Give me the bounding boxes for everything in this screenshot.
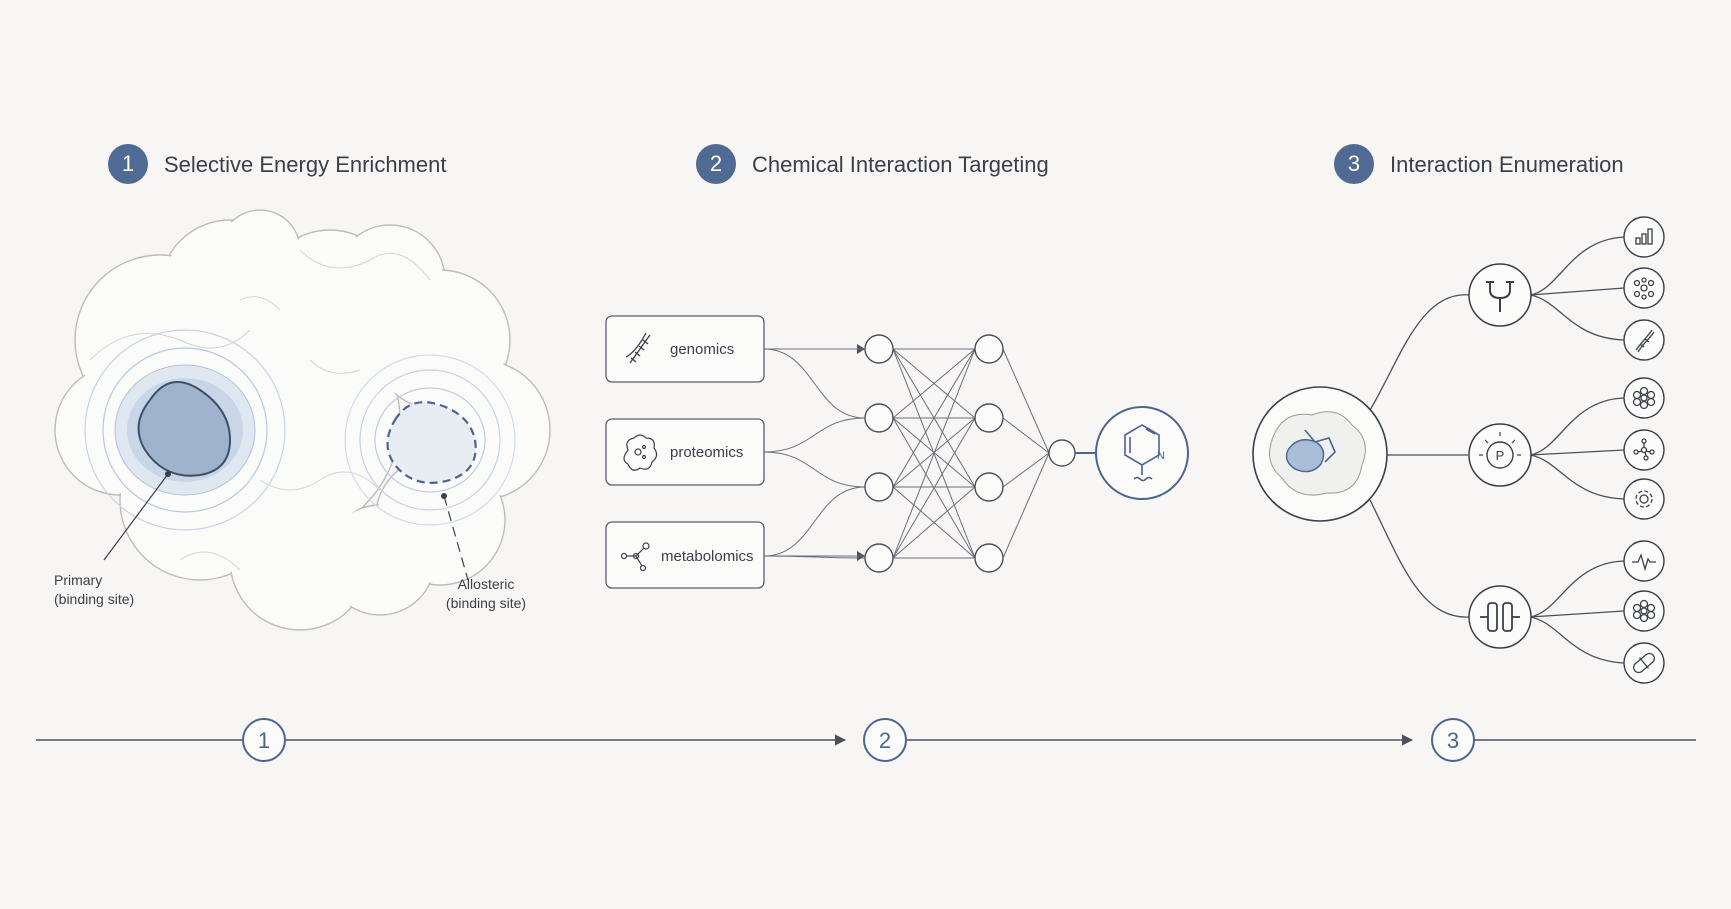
network-edge <box>1002 452 1050 488</box>
branch-phosphate: P <box>1468 423 1532 487</box>
nitrogen-atom-label: N <box>1157 450 1165 462</box>
molecule-icon <box>620 542 650 572</box>
branch-channel <box>1468 585 1532 649</box>
input-connection <box>763 417 866 453</box>
branch-antibody <box>1468 263 1532 327</box>
section-header-3: 3 Interaction Enumeration <box>1334 144 1624 184</box>
input-connection <box>763 348 866 419</box>
timeline-step-number: 2 <box>879 728 891 753</box>
input-proteomics: proteomics <box>605 418 765 486</box>
network-edge <box>892 348 976 488</box>
input-connection <box>763 451 866 488</box>
interaction-tree: P <box>1252 216 1665 684</box>
network-edge <box>1002 348 1050 454</box>
network-node <box>974 543 1004 573</box>
molecule-network-icon <box>1633 438 1655 461</box>
protein-ligand-icon <box>1269 411 1366 496</box>
dna-icon <box>1635 329 1655 353</box>
channel-icon <box>1480 602 1520 632</box>
phosphate-icon <box>1486 441 1514 469</box>
primary-label-line2: (binding site) <box>54 591 134 607</box>
allosteric-label-line2: (binding site) <box>446 595 526 611</box>
network-panel: genomics proteomics metabolomics <box>605 315 1189 589</box>
section-header-1: 1 Selective Energy Enrichment <box>108 144 446 184</box>
network-node <box>1048 439 1076 467</box>
flower-cluster-icon <box>1632 599 1656 623</box>
network-edge <box>892 348 976 559</box>
section-title: Chemical Interaction Targeting <box>752 152 1049 177</box>
output-molecule: N <box>1075 406 1189 500</box>
network-node <box>864 403 894 433</box>
network-node <box>864 543 894 573</box>
input-connection <box>763 486 866 557</box>
protein-ligand-hub <box>1252 386 1388 522</box>
network-nodes <box>864 334 1076 573</box>
allosteric-binding-site <box>344 354 516 581</box>
network-node <box>974 472 1004 502</box>
bar-chart-icon <box>1635 228 1653 245</box>
allosteric-label-line1: Allosteric <box>458 576 515 592</box>
step-badge-number: 1 <box>122 151 134 176</box>
protein-surface-illustration: Primary (binding site) Allosteric (bindi… <box>54 209 551 631</box>
protein-icon <box>623 434 658 471</box>
gear-icon <box>1635 490 1653 508</box>
pyridine-icon <box>1124 424 1160 482</box>
network-node <box>974 403 1004 433</box>
network-node <box>974 334 1004 364</box>
network-edge <box>892 417 976 559</box>
timeline-step-3: 3 <box>1431 718 1475 762</box>
step-badge-number: 3 <box>1348 151 1360 176</box>
phosphate-symbol: P <box>1496 448 1505 463</box>
section-title: Selective Energy Enrichment <box>164 152 446 177</box>
section-header-2: 2 Chemical Interaction Targeting <box>696 144 1049 184</box>
dna-icon <box>625 332 651 364</box>
input-label: metabolomics <box>661 548 754 565</box>
timeline-step-number: 3 <box>1447 728 1459 753</box>
network-edge <box>1002 417 1050 454</box>
timeline-step-2: 2 <box>863 718 907 762</box>
primary-label-line1: Primary <box>54 572 102 588</box>
leaf-nodes <box>1623 216 1665 684</box>
primary-binding-site <box>84 329 286 561</box>
input-label: proteomics <box>670 444 743 461</box>
antibody-icon <box>1486 281 1514 312</box>
network-node <box>864 472 894 502</box>
network-edge <box>892 486 976 559</box>
flower-cluster-icon <box>1632 386 1656 410</box>
surface-texture <box>89 249 431 571</box>
timeline-step-1: 1 <box>242 718 286 762</box>
step-badge <box>696 144 736 184</box>
tree-edges <box>1369 236 1625 664</box>
input-label: genomics <box>670 341 734 358</box>
network-edges <box>763 344 1050 561</box>
pill-icon <box>1632 652 1656 674</box>
timeline: 1 2 3 <box>36 718 1696 762</box>
section-title: Interaction Enumeration <box>1390 152 1624 177</box>
pulse-icon <box>1632 553 1656 572</box>
network-edge <box>1002 452 1050 559</box>
timeline-step-number: 1 <box>258 728 270 753</box>
network-node <box>864 334 894 364</box>
step-badge <box>1334 144 1374 184</box>
step-badge-number: 2 <box>710 151 722 176</box>
input-metabolomics: metabolomics <box>605 521 765 589</box>
input-genomics: genomics <box>605 315 765 383</box>
cell-cluster-icon <box>1633 277 1655 300</box>
network-edge <box>892 348 976 419</box>
step-badge <box>108 144 148 184</box>
